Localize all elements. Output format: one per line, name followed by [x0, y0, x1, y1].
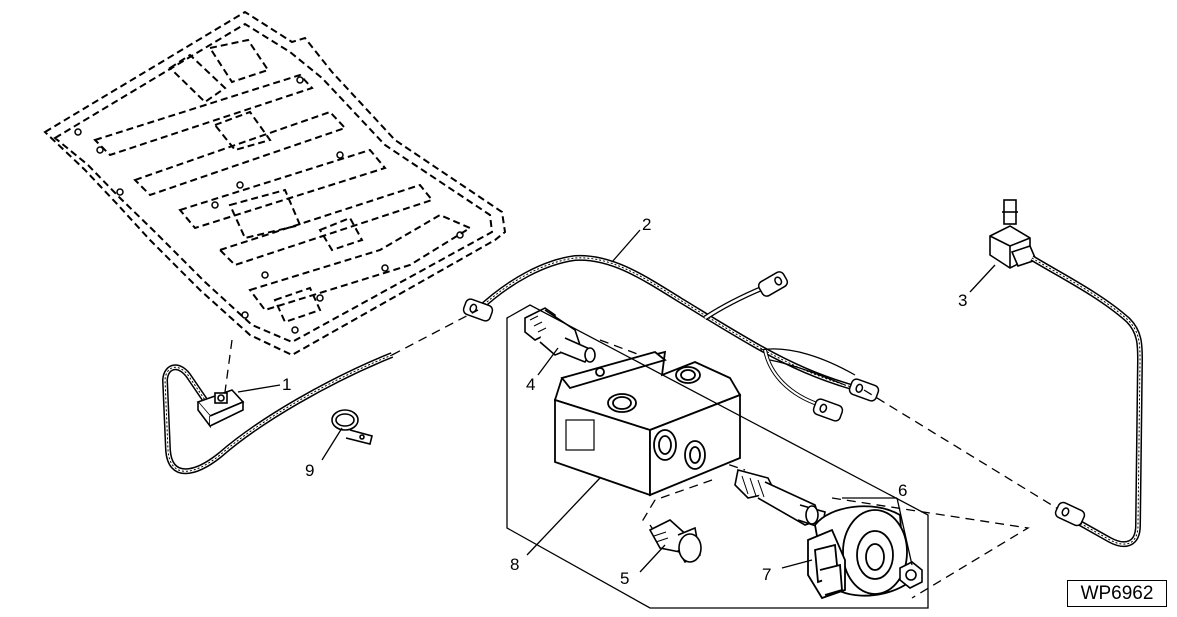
- callout-5: 5: [620, 569, 629, 588]
- pressure-switch: [989, 199, 1038, 269]
- plug: [648, 519, 702, 564]
- clamp: [331, 409, 373, 445]
- cartridge-valve: [734, 469, 826, 530]
- callout-9: 9: [305, 461, 314, 480]
- callout-3: 3: [958, 291, 967, 310]
- wiring-harness: [161, 254, 856, 475]
- callout-1: 1: [282, 375, 291, 394]
- ground-terminal: [196, 389, 245, 429]
- callout-leaders: [237, 229, 996, 573]
- callout-8: 8: [510, 555, 519, 574]
- callout-6: 6: [898, 481, 907, 500]
- floor-plate-holes: [74, 76, 464, 334]
- floor-plate: [43, 10, 507, 357]
- callout-4: 4: [526, 375, 535, 394]
- figure-id-label: WP6962: [1067, 580, 1167, 607]
- callout-2: 2: [642, 215, 651, 234]
- switch-hose: [1030, 255, 1144, 548]
- switch-hose-connector: [1054, 501, 1086, 527]
- callout-7: 7: [762, 565, 771, 584]
- seal-nut: [899, 561, 923, 589]
- valve-block: [553, 350, 742, 497]
- solenoid-coil: [807, 505, 908, 600]
- assembly-frame: [506, 304, 929, 609]
- fitting: [524, 307, 596, 363]
